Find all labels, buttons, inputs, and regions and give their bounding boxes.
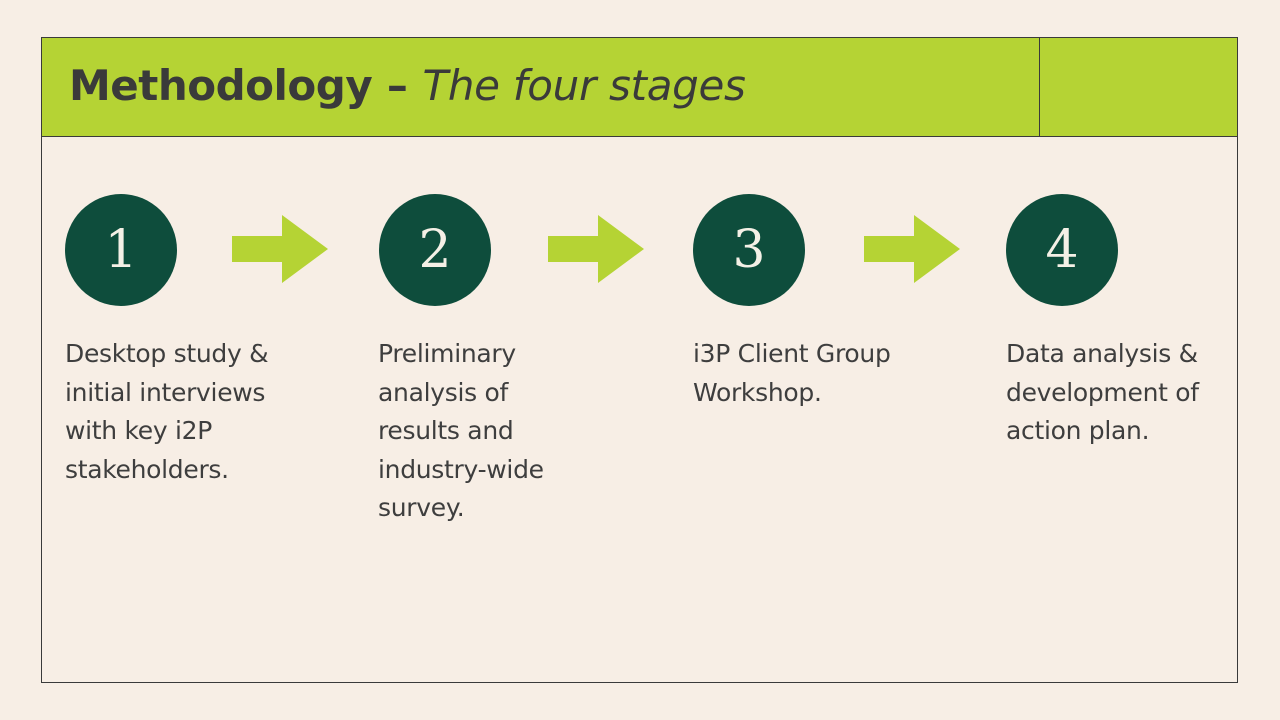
- stage-4-circle: 4: [1006, 194, 1118, 306]
- stage-1-description: Desktop study & initial interviews with …: [65, 339, 269, 484]
- stage-3-number: 3: [732, 220, 766, 280]
- title-subtitle: The four stages: [422, 61, 746, 110]
- arrow-right-icon: [864, 215, 960, 283]
- title-main: Methodology: [69, 61, 373, 110]
- arrow-right-icon: [232, 215, 328, 283]
- header-divider: [1039, 38, 1040, 137]
- stage-4-description: Data analysis & development of action pl…: [1006, 339, 1199, 445]
- stage-1-number: 1: [104, 220, 138, 280]
- stage-3-description: i3P Client Group Workshop.: [693, 339, 891, 407]
- slide-title: Methodology – The four stages: [69, 58, 746, 114]
- stage-2-number: 2: [418, 220, 452, 280]
- stage-1-circle: 1: [65, 194, 177, 306]
- title-bar: Methodology – The four stages: [42, 38, 1237, 137]
- slide-frame: Methodology – The four stages: [41, 37, 1238, 683]
- stage-3-circle: 3: [693, 194, 805, 306]
- stage-2-circle: 2: [379, 194, 491, 306]
- title-separator: –: [372, 61, 423, 110]
- arrow-right-icon: [548, 215, 644, 283]
- stage-2-description: Preliminary analysis of results and indu…: [378, 339, 544, 522]
- stage-4-number: 4: [1045, 220, 1079, 280]
